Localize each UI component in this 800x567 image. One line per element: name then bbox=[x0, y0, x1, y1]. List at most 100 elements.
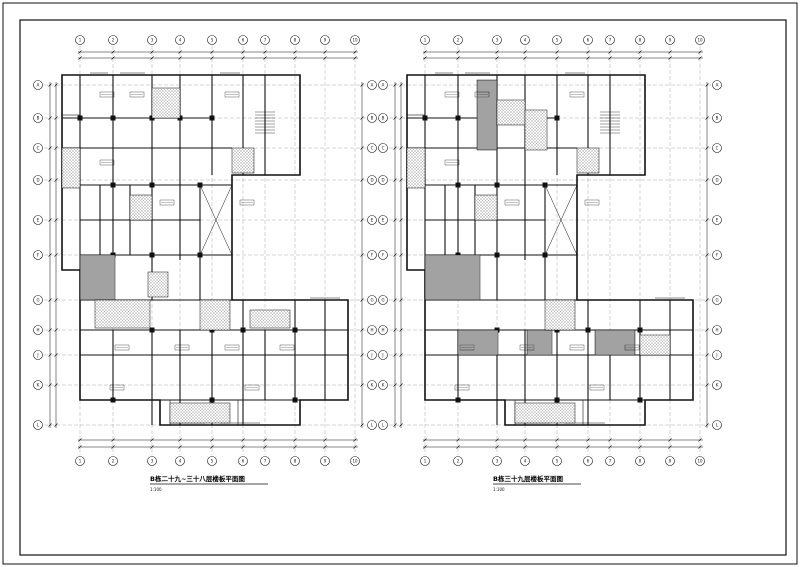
grid-bubble bbox=[583, 456, 593, 466]
dimension-tick bbox=[668, 50, 672, 54]
dimension-tick bbox=[54, 218, 58, 222]
grid-bubble-label: B bbox=[37, 116, 40, 121]
dimension-tick bbox=[241, 438, 245, 442]
grid-bubble-label: 2 bbox=[112, 38, 115, 43]
dimension-tick bbox=[150, 438, 154, 442]
dimension-tick bbox=[54, 178, 58, 182]
grid-bubble-label: L bbox=[37, 423, 40, 428]
annotation-box bbox=[444, 159, 460, 166]
dimension-tick bbox=[241, 445, 245, 449]
dimension-tick bbox=[393, 383, 397, 387]
right-grid-lines bbox=[389, 46, 715, 455]
dimension-tick bbox=[399, 116, 403, 120]
grid-bubble bbox=[492, 35, 502, 45]
grid-bubble-label: 6 bbox=[587, 38, 590, 43]
dimension-tick bbox=[456, 445, 460, 449]
balcony bbox=[61, 74, 81, 116]
dimension-tick bbox=[360, 116, 364, 120]
grid-bubble bbox=[695, 35, 705, 45]
dimension-tick bbox=[78, 438, 82, 442]
dimension-tick bbox=[698, 438, 702, 442]
grid-bubble-label: 2 bbox=[457, 459, 460, 464]
grid-bubble-label: 9 bbox=[324, 38, 327, 43]
dimension-tick bbox=[399, 83, 403, 87]
grid-bubble bbox=[367, 350, 377, 360]
grid-bubble-label: 3 bbox=[496, 38, 499, 43]
grid-bubble-label: C bbox=[37, 146, 40, 151]
dimension-tick bbox=[54, 116, 58, 120]
hatched-slab-area bbox=[249, 309, 291, 329]
grid-bubble-label: 7 bbox=[609, 38, 612, 43]
dimension-tick bbox=[54, 298, 58, 302]
dimension-tick bbox=[399, 423, 403, 427]
left-walls bbox=[61, 72, 349, 426]
grid-bubble bbox=[712, 113, 722, 123]
dimension-tick bbox=[353, 438, 357, 442]
annotation-box bbox=[569, 91, 585, 98]
dimension-tick bbox=[668, 445, 672, 449]
grid-bubble bbox=[33, 250, 43, 260]
grid-bubble bbox=[552, 456, 562, 466]
column bbox=[110, 115, 116, 121]
grid-bubble-label: K bbox=[716, 383, 719, 388]
grid-bubble bbox=[378, 143, 388, 153]
grid-bubble bbox=[378, 113, 388, 123]
dimension-tick bbox=[495, 50, 499, 54]
column bbox=[637, 327, 643, 333]
dimension-tick bbox=[48, 328, 52, 332]
grid-bubble bbox=[33, 175, 43, 185]
dimension-tick bbox=[399, 328, 403, 332]
grid-bubble-label: 5 bbox=[556, 38, 559, 43]
grid-bubble-label: 8 bbox=[639, 459, 642, 464]
right-plan-scale: 1:100 bbox=[493, 487, 505, 492]
dimension-tick bbox=[263, 445, 267, 449]
grid-bubble-label: B bbox=[371, 116, 374, 121]
grid-bubble bbox=[147, 35, 157, 45]
grid-bubble bbox=[552, 35, 562, 45]
grid-bubble-label: A bbox=[382, 83, 385, 88]
dimension-tick bbox=[54, 83, 58, 87]
annotation-box bbox=[459, 344, 475, 351]
grid-bubble bbox=[108, 456, 118, 466]
dimension-tick bbox=[54, 146, 58, 150]
grid-bubble-label: E bbox=[37, 218, 40, 223]
grid-bubble-label: 8 bbox=[294, 38, 297, 43]
dimension-tick bbox=[178, 50, 182, 54]
grid-bubble-label: B bbox=[716, 116, 719, 121]
dimension-tick bbox=[705, 298, 709, 302]
annotation-box bbox=[504, 199, 520, 206]
grid-bubble bbox=[320, 35, 330, 45]
dimension-tick bbox=[399, 383, 403, 387]
grid-bubble-label: 4 bbox=[524, 38, 527, 43]
dimension-tick bbox=[293, 445, 297, 449]
dimension-tick bbox=[586, 56, 590, 60]
hatched-slab-area bbox=[496, 99, 526, 126]
annotation-box bbox=[99, 159, 115, 166]
column bbox=[422, 115, 428, 121]
dimension-tick bbox=[263, 56, 267, 60]
grid-bubble-label: 6 bbox=[242, 459, 245, 464]
dimension-tick bbox=[399, 298, 403, 302]
grid-bubble bbox=[712, 250, 722, 260]
column bbox=[149, 182, 155, 188]
dimension-tick bbox=[323, 56, 327, 60]
grid-bubble bbox=[320, 456, 330, 466]
dimension-tick bbox=[111, 50, 115, 54]
hatched-slab-area bbox=[514, 402, 576, 424]
grid-bubble bbox=[260, 35, 270, 45]
grid-bubble-label: F bbox=[716, 253, 719, 258]
grid-bubble bbox=[175, 456, 185, 466]
annotation-box bbox=[454, 384, 470, 391]
annotation-box bbox=[244, 384, 260, 391]
grid-bubble-label: 9 bbox=[324, 459, 327, 464]
grid-bubble-label: 3 bbox=[151, 459, 154, 464]
dimension-tick bbox=[393, 328, 397, 332]
dimension-tick bbox=[555, 438, 559, 442]
grid-bubble bbox=[367, 113, 377, 123]
annotation-box bbox=[224, 344, 240, 351]
grid-bubble-label: F bbox=[382, 253, 385, 258]
grid-bubble bbox=[260, 456, 270, 466]
